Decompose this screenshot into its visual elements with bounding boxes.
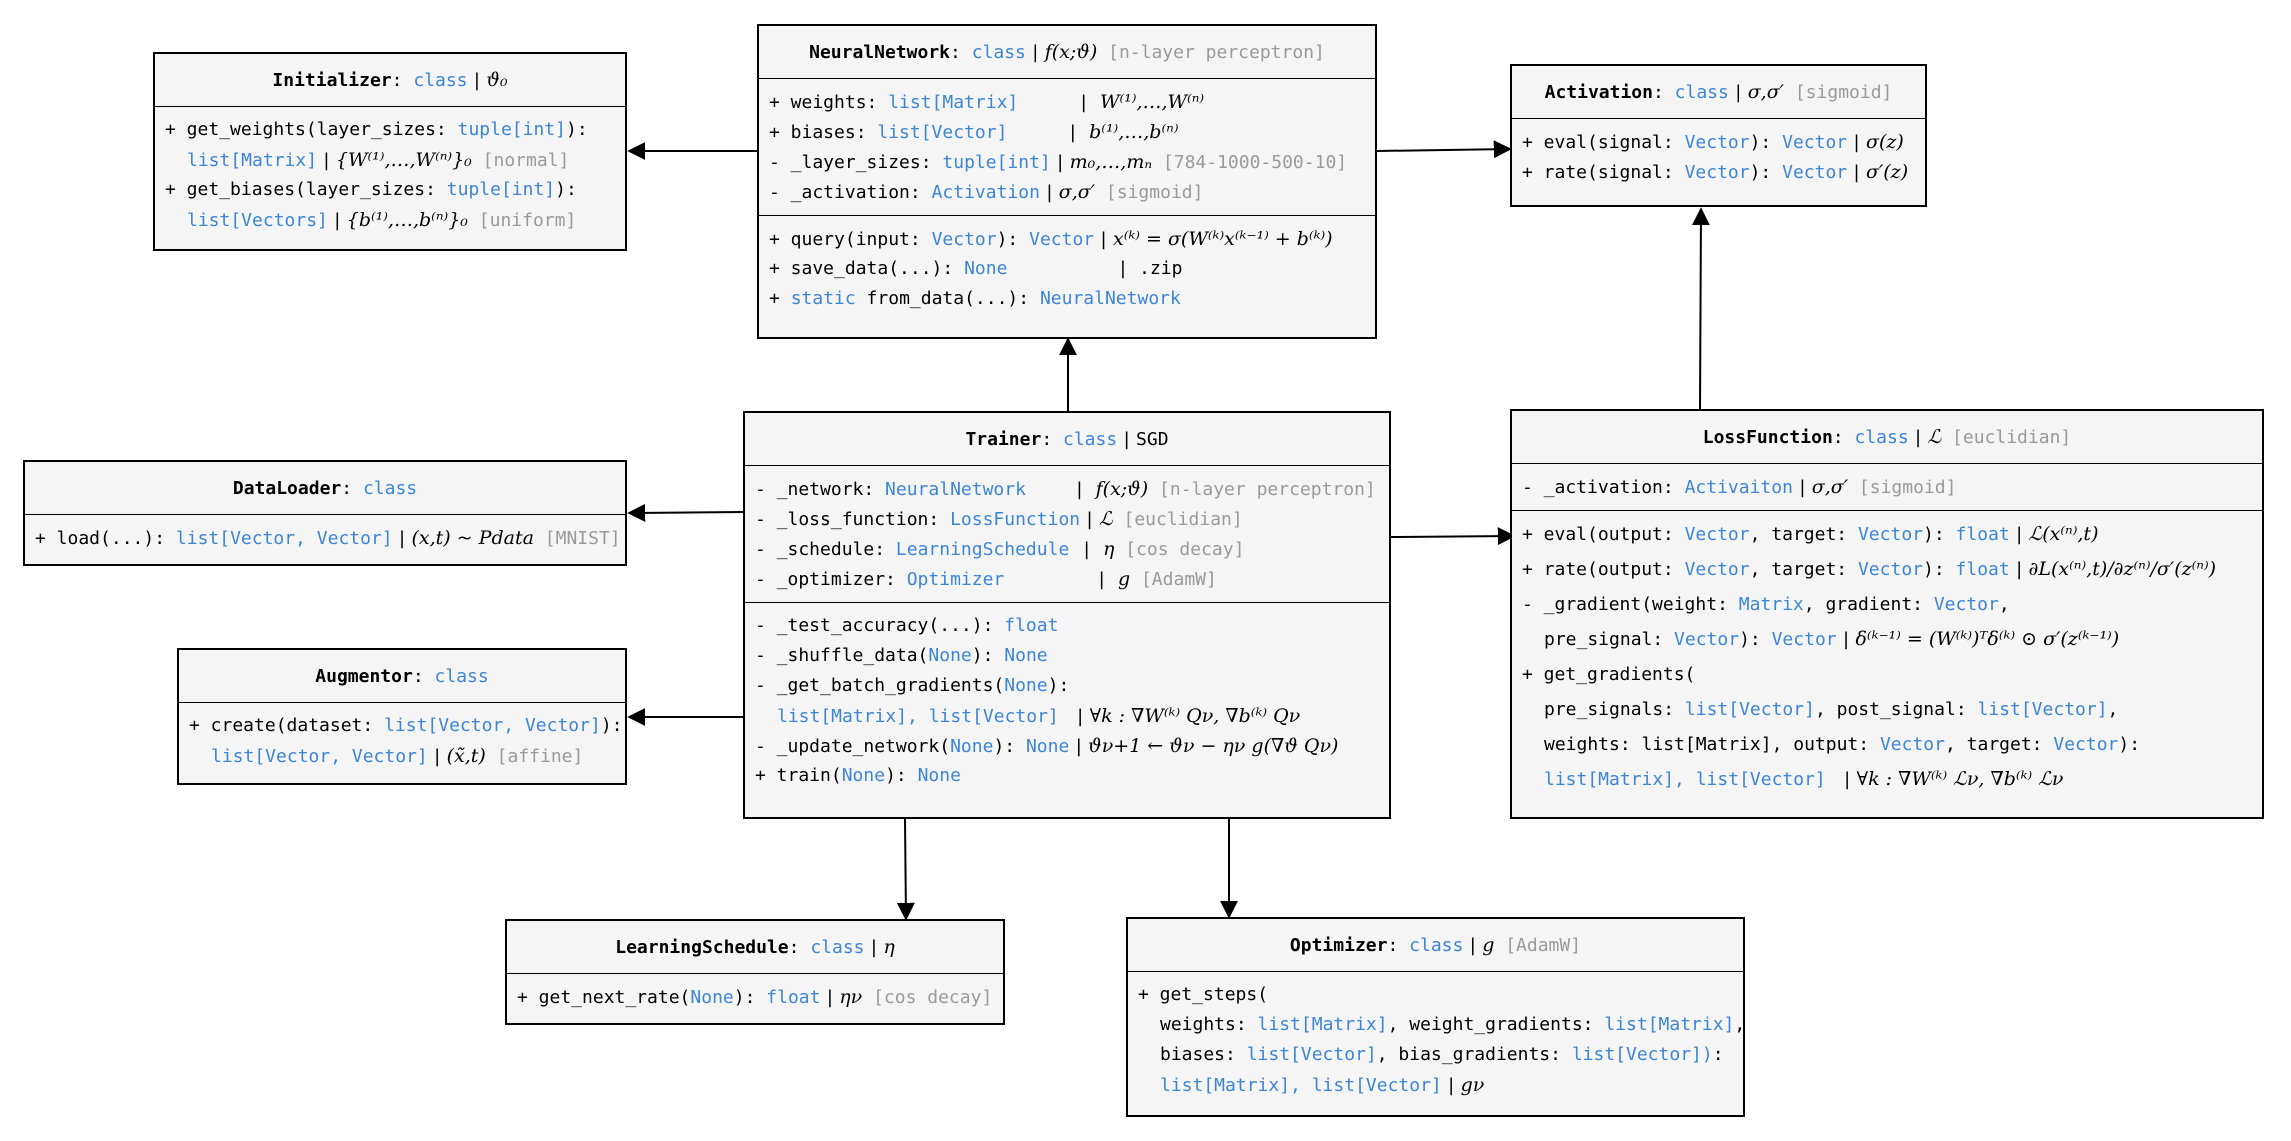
learning-schedule-header: LearningSchedule: class | η	[507, 921, 1003, 974]
method-row: - _get_batch_gradients(None):	[755, 675, 1070, 696]
method-row: list[Vectors]|{b⁽¹⁾,…,b⁽ⁿ⁾}₀ [uniform]	[187, 209, 577, 231]
class-name: Activation	[1544, 81, 1653, 103]
method-row: - _gradient(weight: Matrix, gradient: Ve…	[1522, 594, 2010, 615]
optimizer-class-box: Optimizer: class | g [AdamW] + get_steps…	[1126, 917, 1745, 1117]
class-name: Augmentor	[315, 665, 413, 687]
method-row: weights: list[Matrix], output: Vector, t…	[1544, 734, 2141, 755]
class-name: Initializer	[272, 69, 392, 91]
learning-schedule-methods: + get_next_rate(None): float|ην [cos dec…	[507, 974, 1003, 1020]
activation-class-box: Activation: class | σ,σ′ [sigmoid] + eva…	[1510, 64, 1927, 207]
arrow-loss-to-activation	[1691, 207, 1710, 410]
attribute-row: + biases: list[Vector]| b⁽¹⁾,…,b⁽ⁿ⁾	[769, 121, 1179, 143]
initializer-header: Initializer: class | ϑ₀	[155, 54, 625, 107]
method-row: list[Matrix]|{W⁽¹⁾,…,W⁽ⁿ⁾}₀ [normal]	[187, 149, 570, 171]
attribute-row: - _loss_function: LossFunction|ℒ [euclid…	[755, 508, 1243, 530]
method-row: + save_data(...): None| .zip	[769, 258, 1183, 279]
augmentor-header: Augmentor: class	[179, 650, 625, 703]
loss-function-methods: + eval(output: Vector, target: Vector): …	[1512, 511, 2262, 805]
loss-function-class-box: LossFunction: class | ℒ [euclidian] - _a…	[1510, 409, 2264, 819]
optimizer-header: Optimizer: class | g [AdamW]	[1128, 919, 1743, 972]
activation-methods: + eval(signal: Vector): Vector|σ(z) + ra…	[1512, 119, 1925, 195]
trainer-header: Trainer: class | SGD	[745, 413, 1389, 466]
method-row: + static from_data(...): NeuralNetwork	[769, 288, 1181, 309]
trainer-class-box: Trainer: class | SGD - _network: NeuralN…	[743, 411, 1391, 819]
arrow-trainer-to-loss	[1390, 527, 1516, 546]
attribute-row: + weights: list[Matrix]| W⁽¹⁾,…,W⁽ⁿ⁾	[769, 91, 1205, 113]
method-row: pre_signal: Vector): Vector|δ⁽ᵏ⁻¹⁾ = (W⁽…	[1544, 628, 2120, 650]
method-row: + create(dataset: list[Vector, Vector]):	[189, 715, 623, 736]
augmentor-class-box: Augmentor: class + create(dataset: list[…	[177, 648, 627, 785]
method-row: weights: list[Matrix], weight_gradients:…	[1160, 1014, 1746, 1035]
initializer-class-box: Initializer: class | ϑ₀ + get_weights(la…	[153, 52, 627, 251]
method-row: - _test_accuracy(...): float	[755, 615, 1059, 636]
method-row: - _update_network(None): None|ϑν+1 ← ϑν …	[755, 735, 1339, 757]
method-row: pre_signals: list[Vector], post_signal: …	[1544, 699, 2119, 720]
loss-function-header: LossFunction: class | ℒ [euclidian]	[1512, 411, 2262, 464]
method-row: + load(...): list[Vector, Vector]|(x,t) …	[35, 527, 621, 549]
arrow-trainer-to-dataloader	[627, 503, 744, 522]
method-row: + get_next_rate(None): float|ην [cos dec…	[517, 986, 993, 1008]
neural-network-methods: + query(input: Vector): Vector|x⁽ᵏ⁾ = σ(…	[759, 216, 1375, 322]
data-loader-class-box: DataLoader: class + load(...): list[Vect…	[23, 460, 627, 566]
attribute-row: - _activation: Activaiton|σ,σ′ [sigmoid]	[1522, 476, 1957, 498]
class-name: Trainer	[965, 428, 1042, 450]
method-row: + query(input: Vector): Vector|x⁽ᵏ⁾ = σ(…	[769, 228, 1333, 250]
class-name: Optimizer	[1289, 934, 1388, 956]
method-row: + get_steps(	[1138, 984, 1269, 1005]
attribute-row: - _network: NeuralNetwork| f(x;ϑ) [n-lay…	[755, 478, 1376, 500]
method-row: + get_gradients(	[1522, 664, 1696, 685]
class-symbol: ϑ₀	[486, 69, 508, 91]
neural-network-header: NeuralNetwork: class | f(x;ϑ) [n-layer p…	[759, 26, 1375, 79]
attribute-row: - _optimizer: Optimizer| g [AdamW]	[755, 568, 1217, 590]
method-row: + get_biases(layer_sizes: tuple[int]):	[165, 179, 577, 200]
method-row: list[Vector, Vector]|(x̃,t) [affine]	[211, 745, 584, 767]
initializer-methods: + get_weights(layer_sizes: tuple[int]): …	[155, 107, 625, 243]
data-loader-methods: + load(...): list[Vector, Vector]|(x,t) …	[25, 515, 625, 561]
method-row: list[Matrix], list[Vector]|∀k : ∇W⁽ᵏ⁾ ℒν…	[1544, 768, 2064, 790]
arrow-trainer-to-schedule	[896, 818, 915, 921]
method-row: list[Matrix], list[Vector]|gν	[1160, 1074, 1485, 1096]
trainer-attributes: - _network: NeuralNetwork| f(x;ϑ) [n-lay…	[745, 466, 1389, 603]
neural-network-attributes: + weights: list[Matrix]| W⁽¹⁾,…,W⁽ⁿ⁾ + b…	[759, 79, 1375, 216]
method-row: - _shuffle_data(None): None	[755, 645, 1048, 666]
optimizer-methods: + get_steps( weights: list[Matrix], weig…	[1128, 972, 1746, 1108]
class-name: NeuralNetwork	[809, 41, 950, 63]
attribute-row: - _layer_sizes: tuple[int]|m₀,…,mₙ [784-…	[769, 151, 1348, 173]
learning-schedule-class-box: LearningSchedule: class | η + get_next_r…	[505, 919, 1005, 1025]
class-name: LossFunction	[1702, 426, 1833, 448]
neural-network-class-box: NeuralNetwork: class | f(x;ϑ) [n-layer p…	[757, 24, 1377, 339]
activation-header: Activation: class | σ,σ′ [sigmoid]	[1512, 66, 1925, 119]
augmentor-methods: + create(dataset: list[Vector, Vector]):…	[179, 703, 625, 779]
method-row: + rate(output: Vector, target: Vector): …	[1522, 558, 2217, 580]
method-row: + rate(signal: Vector): Vector|σ′(z)	[1522, 161, 1909, 183]
attribute-row: - _activation: Activation|σ,σ′ [sigmoid]	[769, 181, 1204, 203]
method-row: + get_weights(layer_sizes: tuple[int]):	[165, 119, 588, 140]
arrow-nn-to-activation	[1376, 140, 1512, 159]
loss-function-attributes: - _activation: Activaiton|σ,σ′ [sigmoid]	[1512, 464, 2262, 511]
method-row: list[Matrix], list[Vector]|∀k : ∇W⁽ᵏ⁾ Qν…	[777, 705, 1301, 727]
method-row: biases: list[Vector], bias_gradients: li…	[1160, 1044, 1724, 1065]
class-name: LearningSchedule	[615, 936, 789, 958]
trainer-methods: - _test_accuracy(...): float - _shuffle_…	[745, 603, 1389, 799]
attribute-row: - _schedule: LearningSchedule| η [cos de…	[755, 538, 1245, 560]
class-name: DataLoader	[232, 477, 342, 499]
method-row: + eval(signal: Vector): Vector|σ(z)	[1522, 131, 1904, 153]
data-loader-header: DataLoader: class	[25, 462, 625, 515]
method-row: + train(None): None	[755, 765, 961, 786]
method-row: + eval(output: Vector, target: Vector): …	[1522, 523, 2099, 545]
